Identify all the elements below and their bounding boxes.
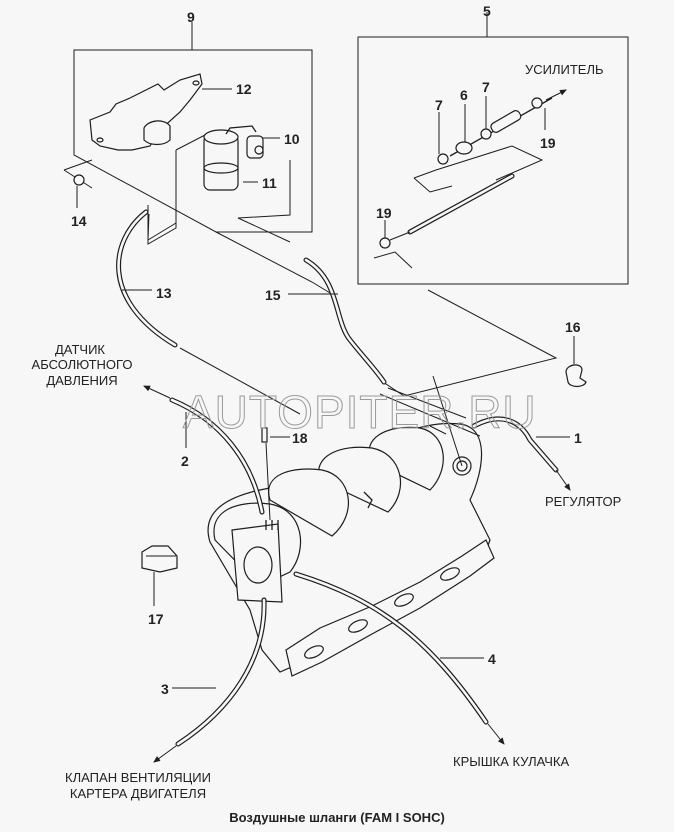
callout-10: 10	[284, 131, 300, 147]
callout-3: 3	[161, 681, 169, 697]
callout-16: 16	[565, 319, 581, 335]
nut-14	[73, 174, 85, 186]
hose-13	[116, 209, 301, 415]
label-map-sensor-line2: АБСОЛЮТНОГО	[32, 357, 133, 372]
label-cam-cover: КРЫШКА КУЛАЧКА	[453, 754, 569, 769]
label-booster: УСИЛИТЕЛЬ	[525, 62, 604, 77]
hose-4	[293, 571, 505, 745]
callout-7a: 7	[435, 97, 443, 113]
intake-manifold	[207, 375, 495, 677]
vacuum-tank-11	[203, 125, 257, 191]
diagram-caption: Воздушные шланги (FAM I SOHC)	[229, 810, 445, 825]
callout-7b: 7	[482, 79, 490, 95]
bracket-12	[89, 73, 203, 151]
callout-19b: 19	[376, 205, 392, 221]
callout-1: 1	[574, 430, 582, 446]
label-map-sensor-line3: ДАВЛЕНИЯ	[46, 373, 117, 388]
callout-6: 6	[460, 87, 468, 103]
callout-13: 13	[156, 285, 172, 301]
hose-2	[143, 385, 265, 515]
callout-18: 18	[292, 430, 308, 446]
hose-3	[153, 597, 267, 763]
watermark: AUTOPITER.RU	[183, 386, 537, 438]
callout-15: 15	[265, 287, 281, 303]
hose-1	[471, 416, 571, 491]
callout-19a: 19	[540, 135, 556, 151]
callout-11: 11	[262, 175, 277, 191]
hose-15	[288, 257, 387, 385]
bracket-17	[141, 545, 178, 606]
label-pcv-line1: КЛАПАН ВЕНТИЛЯЦИИ	[65, 770, 211, 785]
label-pcv-line2: КАРТЕРА ДВИГАТЕЛЯ	[70, 786, 206, 801]
check-valve-10	[246, 135, 264, 159]
assembly-box-5	[357, 12, 629, 285]
label-pcv-valve: КЛАПАН ВЕНТИЛЯЦИИ КАРТЕРА ДВИГАТЕЛЯ	[65, 770, 211, 801]
callout-12: 12	[236, 81, 252, 97]
label-regulator: РЕГУЛЯТОР	[545, 494, 621, 509]
callout-14: 14	[71, 213, 87, 229]
label-map-sensor-line1: ДАТЧИК	[55, 342, 105, 357]
label-map-sensor: ДАТЧИК АБСОЛЮТНОГО ДАВЛЕНИЯ	[32, 342, 133, 388]
callout-5: 5	[483, 3, 491, 19]
callout-2: 2	[181, 453, 189, 469]
callout-4: 4	[488, 651, 496, 667]
callout-17: 17	[148, 611, 164, 627]
assembly-box-9	[63, 22, 313, 245]
callout-9: 9	[187, 9, 195, 25]
clip-16	[565, 336, 587, 388]
